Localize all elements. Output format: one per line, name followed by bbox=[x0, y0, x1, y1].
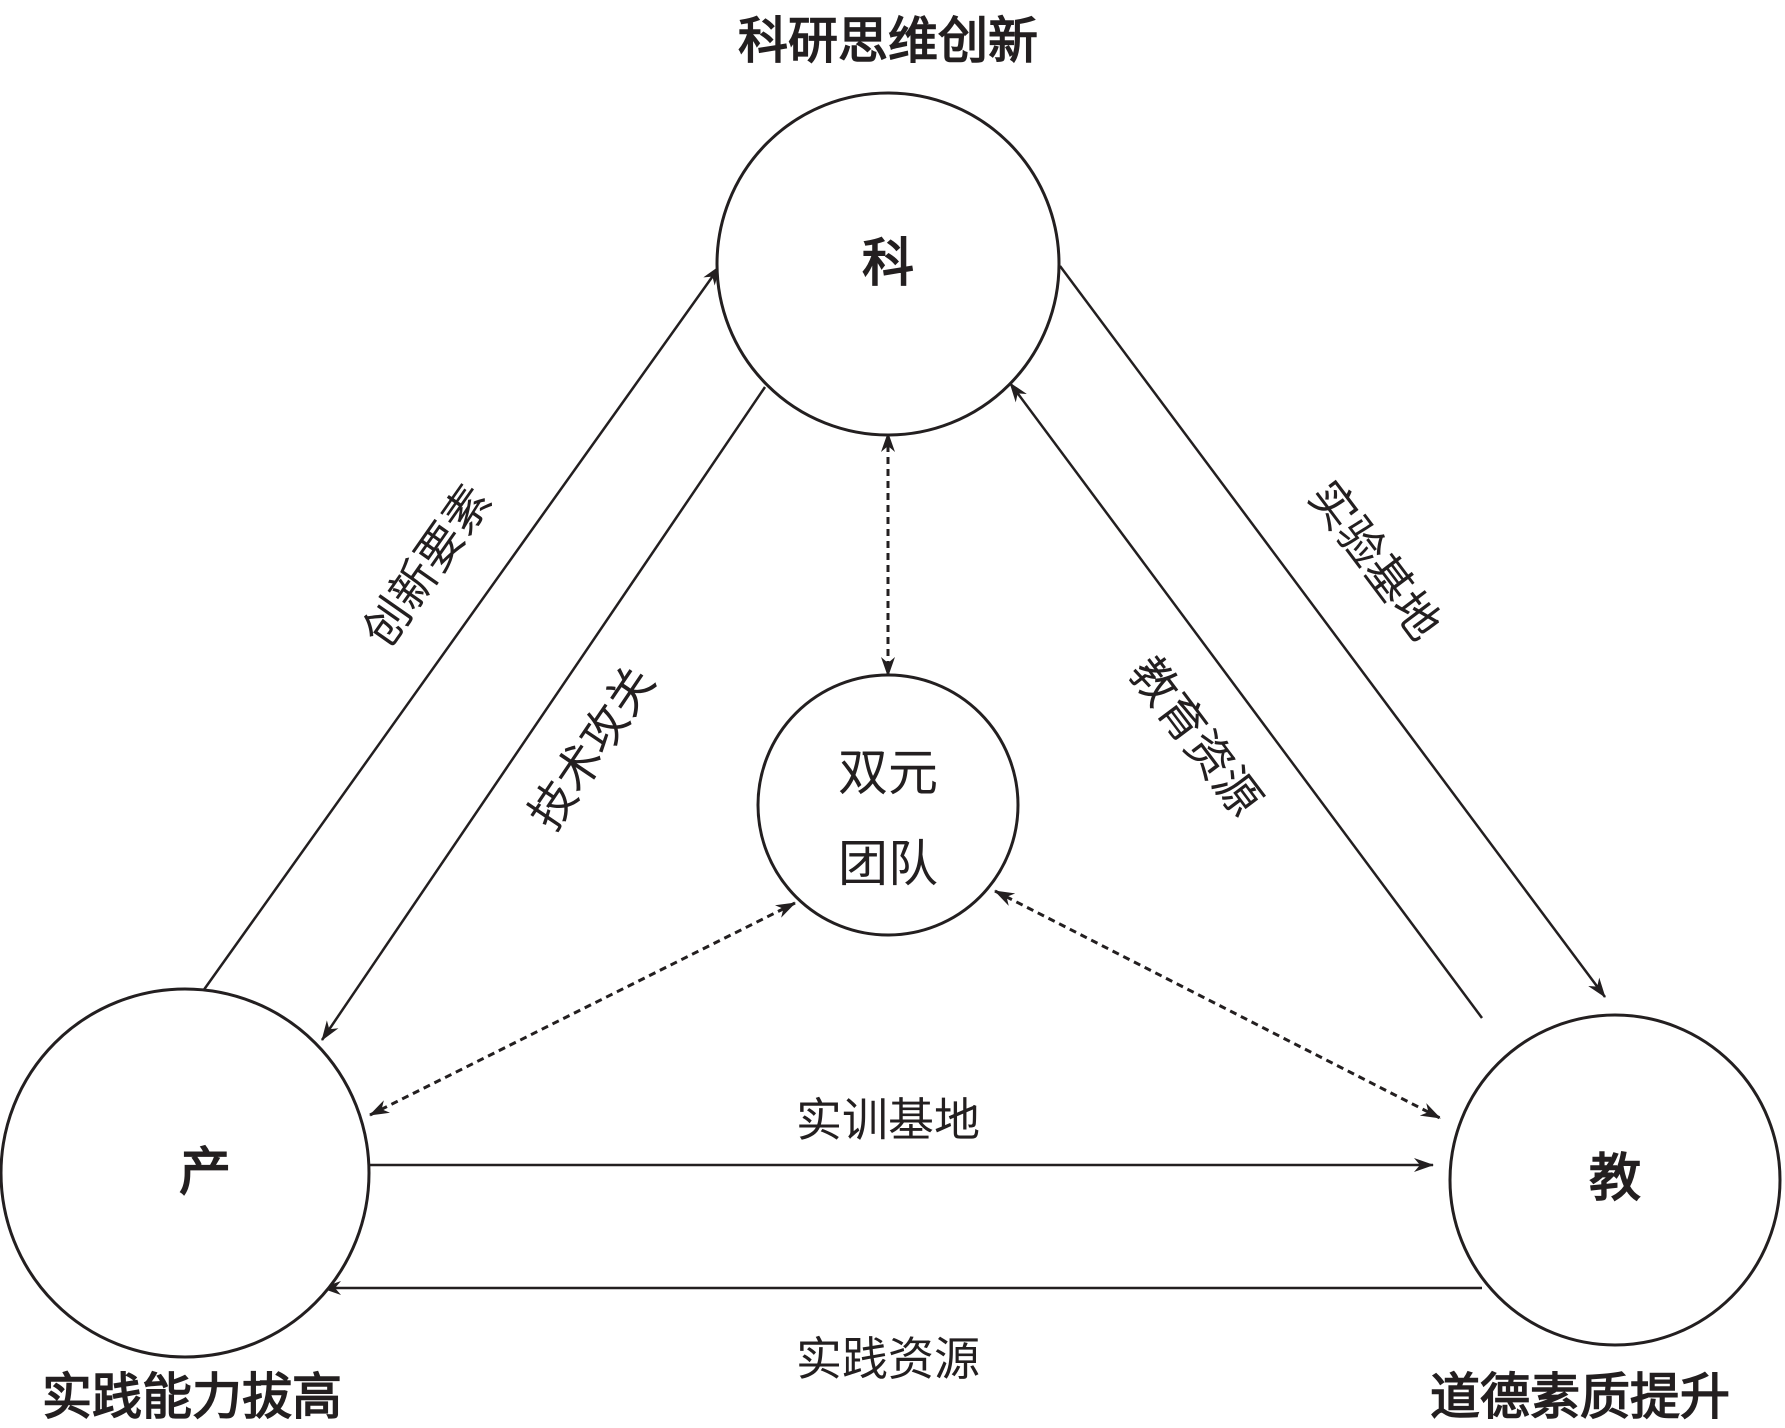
edge-label-technical-breakthrough: 技术攻关 bbox=[518, 657, 666, 840]
team-node-circle bbox=[756, 673, 1020, 937]
research-node-circle bbox=[715, 91, 1061, 437]
education-node-circle bbox=[1448, 1013, 1782, 1347]
education-outcome-label: 道德素质提升 bbox=[1430, 1367, 1730, 1426]
research-node-label: 科 bbox=[862, 233, 914, 294]
edge-line-research-to-education bbox=[1058, 265, 1607, 998]
edge-line-industry-to-research bbox=[201, 265, 722, 992]
edge-label-practice-resources: 实践资源 bbox=[796, 1332, 980, 1386]
edge-label-training-base: 实训基地 bbox=[796, 1093, 980, 1147]
edge-line-education-to-research bbox=[1008, 382, 1484, 1019]
dashed-link-team-industry bbox=[369, 901, 796, 1117]
edge-line-research-to-industry bbox=[320, 386, 767, 1041]
edge-label-education-resources: 教育资源 bbox=[1119, 647, 1273, 826]
team-node-label-line1: 双元 bbox=[838, 744, 938, 802]
industry-node-label: 产 bbox=[179, 1142, 231, 1203]
dashed-link-team-education bbox=[994, 889, 1441, 1120]
team-node-label-line2: 团队 bbox=[838, 835, 938, 893]
edge-label-innovation-elements: 创新要素 bbox=[352, 475, 502, 657]
edge-label-experiment-base: 实验基地 bbox=[1298, 471, 1452, 650]
industry-outcome-label: 实践能力拔高 bbox=[42, 1367, 342, 1426]
research-outcome-label: 科研思维创新 bbox=[738, 11, 1038, 70]
industry-node-circle bbox=[0, 987, 371, 1359]
education-node-label: 教 bbox=[1589, 1148, 1641, 1209]
